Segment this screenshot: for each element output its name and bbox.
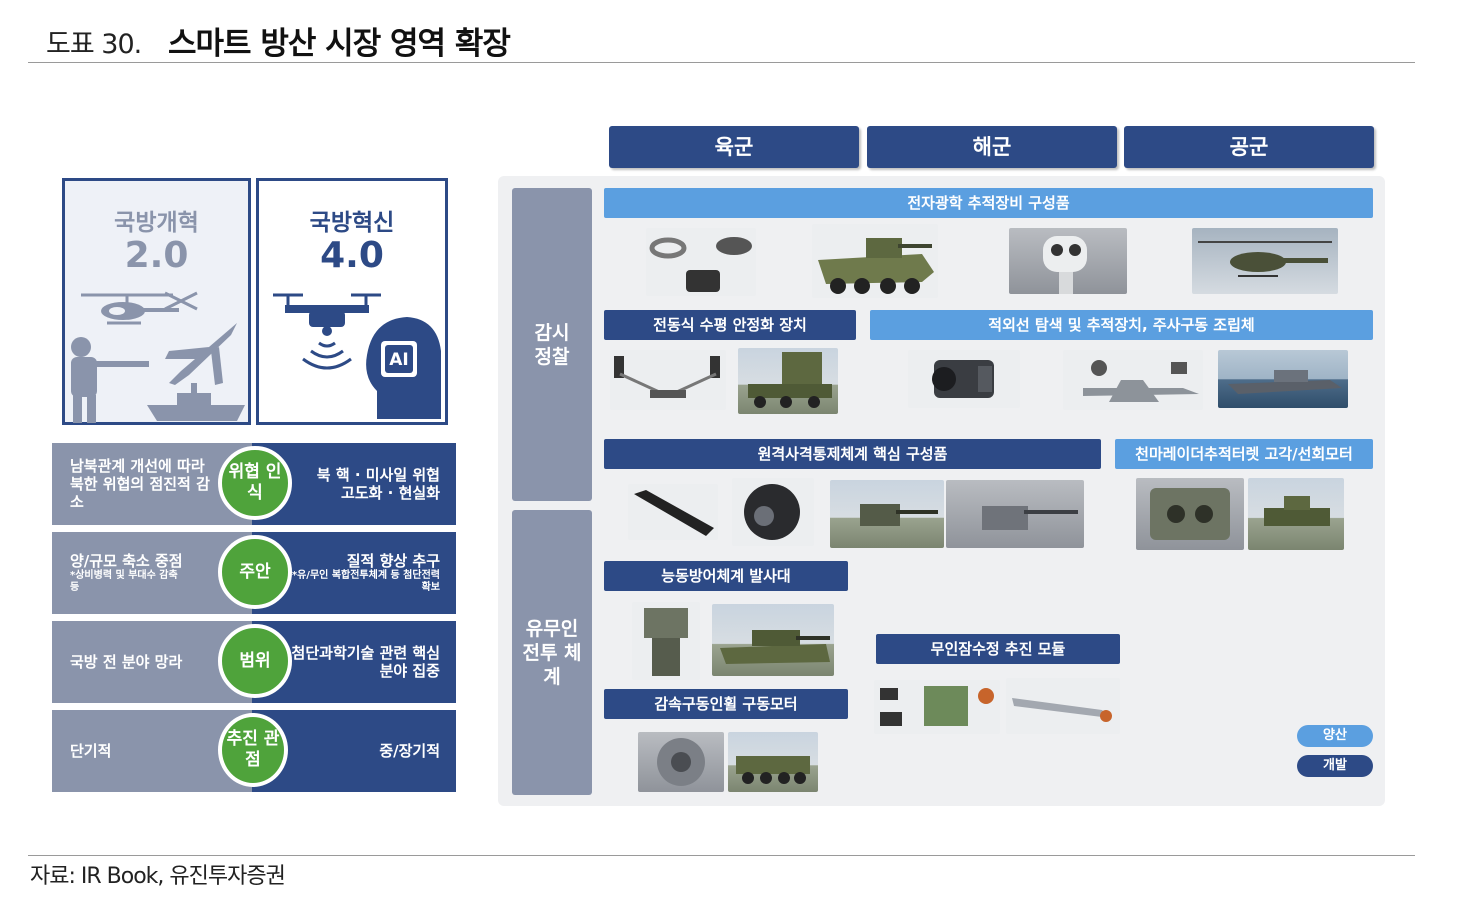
warship-icon [147,383,245,421]
tank-photo [712,604,834,676]
drone-small-icon [164,291,198,311]
legend-development: 개발 [1297,755,1373,777]
naval-gun-photo [946,480,1084,548]
ai-head-icon [366,317,441,419]
branch-airforce: 공군 [1124,126,1374,168]
pivot-scope: 범위 [218,624,292,698]
reform-4-box: 국방혁신 4.0 AI [256,178,448,425]
ir-seeker-photo [908,350,1020,408]
reform-2-title: 국방개혁 [114,210,199,236]
source-note: 자료: IR Book, 유진투자증권 [30,864,286,889]
in-wheel-motor-photo [638,732,724,792]
category-surveillance: 감시 정찰 [512,188,592,501]
reform-2-box: 국방개혁 2.0 [62,178,251,425]
reform-4-title: 국방혁신 [309,210,395,236]
ai-chip-label: AI [389,350,409,370]
gimbal-camera-photo [732,478,814,546]
sensor-mast-photo [1009,228,1127,294]
category-manned-unmanned: 유무인 전투 체계 [512,510,592,795]
pivot-focus: 주안 [218,535,292,609]
fighter-pod-photo [1063,350,1203,410]
label-uuv-module: 무인잠수정 추진 모듈 [876,634,1120,664]
signal-icon [302,341,352,370]
attack-helicopter-photo [1192,228,1338,294]
branch-army: 육군 [609,126,859,168]
legend-production: 양산 [1297,725,1373,747]
stabilizer-mount-photo [610,350,726,410]
helicopter-icon [81,293,179,325]
eo-parts-photo [646,228,756,296]
patrol-boat-photo [1218,350,1348,408]
row-threat-old: 남북관계 개선에 따라 북한 위협의 점진적 감소 [52,443,262,525]
aps-launcher-photo [632,602,700,680]
header-divider [28,62,1415,63]
label-eo-tracking: 전자광학 추적장비 구성품 [604,188,1373,218]
footer-divider [28,855,1415,856]
missile-launcher-truck-photo [738,348,838,414]
actuator-photo [628,484,718,540]
label-ir-tracking: 적외선 탐색 및 추적장치, 주사구동 조립체 [870,310,1373,340]
rcws-gun-photo [830,480,944,548]
radar-turret-photo [1136,478,1244,550]
figure-number: 도표 30. [46,29,142,60]
reform-2-version: 2.0 [124,235,189,276]
uuv-parts-photo [874,680,1000,734]
soldier-icon [71,337,149,423]
fighter-jet-icon [165,323,237,385]
label-gear-motor: 감속구동인휠 구동모터 [604,689,848,719]
branch-navy: 해군 [867,126,1117,168]
pivot-view: 추진 관점 [218,713,288,787]
figure-title: 스마트 방산 시장 영역 확장 [168,26,511,62]
label-aps-launcher: 능동방어체계 발사대 [604,561,848,591]
label-rcws: 원격사격통제체계 핵심 구성품 [604,439,1101,469]
pivot-threat: 위협 인식 [218,446,292,520]
label-stabilizer: 전동식 수평 안정화 장치 [604,310,856,340]
drone-icon [273,293,381,336]
label-turret-motor: 천마레이더추적터렛 고각/선회모터 [1115,439,1373,469]
reform-4-version: 4.0 [320,235,384,276]
tracked-air-defense-photo [1248,478,1344,550]
uuv-torpedo-photo [1006,678,1120,734]
armored-vehicle-photo [812,224,938,298]
wheeled-vehicle-photo [728,732,818,792]
